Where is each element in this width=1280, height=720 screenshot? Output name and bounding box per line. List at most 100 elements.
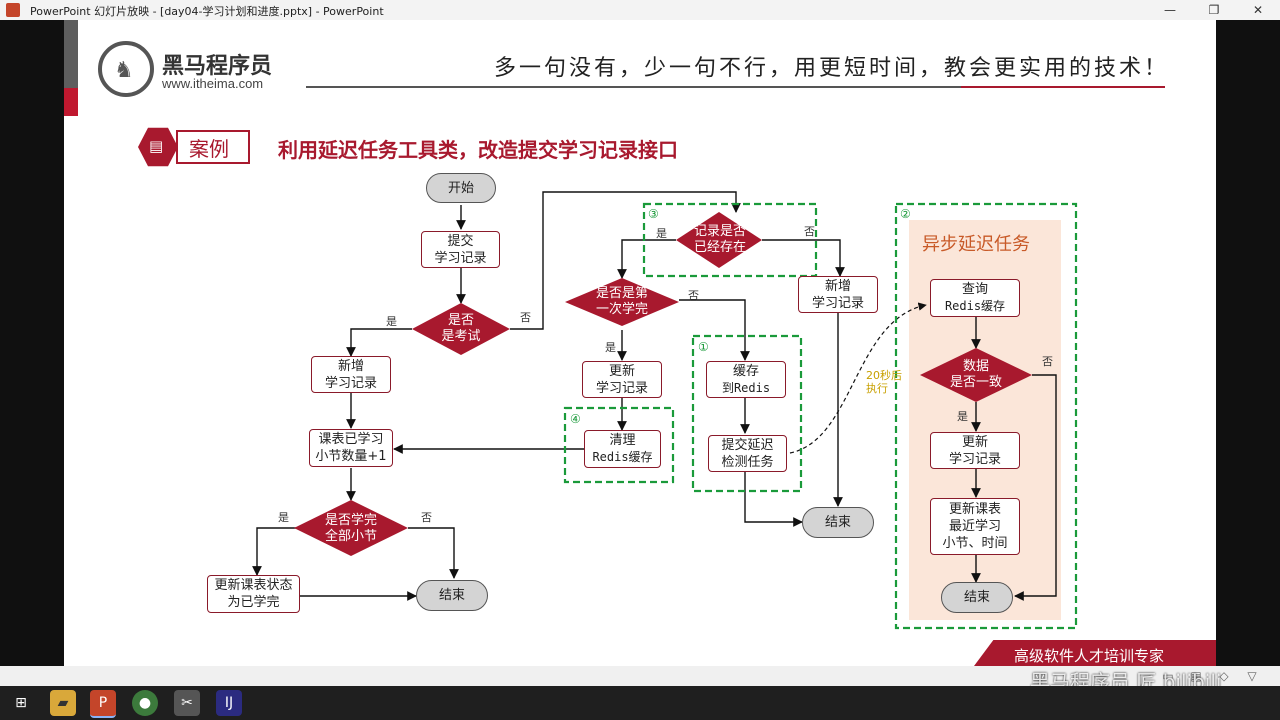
logo-circle bbox=[98, 41, 154, 97]
footer-banner bbox=[974, 640, 1216, 666]
lessons-line2: 小节数量+1 bbox=[315, 449, 387, 464]
node-new-record: 新增学习记录 bbox=[798, 276, 878, 313]
all-done-line1: 是否学完 bbox=[324, 513, 377, 528]
flowchart-diagram bbox=[252, 191, 1078, 630]
delay-label-line1: 20秒后 bbox=[866, 369, 902, 382]
update-record-line2: 学习记录 bbox=[595, 380, 648, 396]
header-divider-accent bbox=[961, 86, 1165, 88]
submit-delay-line1: 提交延迟 bbox=[721, 437, 774, 453]
step-number-2: ② bbox=[900, 207, 911, 221]
header-divider bbox=[306, 86, 961, 88]
node-update-status: 更新课表状态为已学完 bbox=[207, 575, 300, 613]
edge-alldone-no bbox=[408, 527, 459, 579]
edge-consistent-no bbox=[1014, 374, 1057, 601]
case-title: 利用延迟任务工具类，改造提交学习记录接口 bbox=[278, 138, 678, 162]
first-done-line1: 是否是第 bbox=[595, 286, 648, 301]
async-title: 异步延迟任务 bbox=[922, 234, 1030, 255]
rec-exists-line1: 记录是否 bbox=[693, 224, 746, 239]
edge-first-no bbox=[679, 299, 750, 361]
logo-name: 黑马程序员 bbox=[162, 54, 273, 79]
label-yes: 是 bbox=[386, 315, 397, 328]
node-async-update: 更新学习记录 bbox=[930, 432, 1020, 469]
node-all-done: 是否学完全部小节 bbox=[314, 512, 388, 546]
label-yes: 是 bbox=[278, 511, 289, 524]
slide-canvas: ♞ 黑马程序员 www.itheima.com 多一句没有，少一句不行，用更短时… bbox=[64, 20, 1216, 666]
label-yes: 是 bbox=[957, 410, 968, 423]
node-start: 开始 bbox=[426, 173, 496, 203]
case-hexagon bbox=[138, 127, 178, 167]
new-record-line1: 新增 bbox=[824, 278, 851, 294]
logo-url: www.itheima.com bbox=[162, 76, 264, 91]
step-number-3: ③ bbox=[648, 207, 659, 221]
node-rec-exists: 记录是否已经存在 bbox=[690, 224, 750, 256]
horse-logo-icon: ♞ bbox=[114, 58, 134, 83]
node-add-record: 新增学习记录 bbox=[311, 356, 391, 393]
submit-line1: 提交 bbox=[447, 233, 474, 249]
windows-start-icon[interactable]: ⊞ bbox=[15, 695, 27, 711]
powerpoint-icon[interactable]: P bbox=[90, 690, 116, 718]
window-titlebar: PowerPoint 幻灯片放映 - [day04-学习计划和进度.pptx] … bbox=[0, 0, 1280, 21]
slideshow-controls: ▭ ▤ ◇ ▽ bbox=[0, 666, 1280, 686]
async-lesson-line3: 小节、时间 bbox=[942, 536, 1008, 551]
node-lessons-count: 课表已学习小节数量+1 bbox=[309, 429, 393, 467]
consistent-line2: 是否一致 bbox=[949, 375, 1002, 390]
async-update-line1: 更新 bbox=[961, 434, 988, 450]
edge-delay-async bbox=[789, 302, 927, 454]
header-red-strip bbox=[64, 88, 78, 116]
update-status-line2: 为已学完 bbox=[227, 595, 280, 610]
label-yes: 是 bbox=[605, 341, 616, 354]
box-4 bbox=[563, 406, 675, 484]
clear-line2: Redis缓存 bbox=[592, 450, 653, 464]
cache-line2: 到Redis bbox=[721, 380, 771, 395]
restore-icon[interactable]: ❐ bbox=[1208, 3, 1220, 17]
update-record-line1: 更新 bbox=[608, 363, 635, 379]
node-first-done: 是否是第一次学完 bbox=[584, 286, 660, 318]
box-3 bbox=[642, 202, 818, 278]
slideshow-menu-icon[interactable]: ▽ bbox=[1247, 669, 1257, 683]
label-no: 否 bbox=[688, 289, 699, 302]
snipping-tool-icon[interactable]: ✂ bbox=[174, 690, 200, 716]
async-lesson-line2: 最近学习 bbox=[948, 519, 1001, 534]
left-letterbox bbox=[0, 20, 64, 666]
windows-taskbar: ⊞ ▰ P ● ✂ IJ bbox=[0, 686, 1280, 720]
pointer-icon[interactable]: ◇ bbox=[1219, 669, 1229, 683]
query-line1: 查询 bbox=[961, 282, 988, 297]
step-number-1: ① bbox=[698, 340, 709, 354]
edge-exists-no bbox=[762, 239, 845, 277]
close-icon[interactable]: ✕ bbox=[1252, 3, 1264, 17]
step-number-4: ④ bbox=[570, 412, 581, 426]
rec-exists-line2: 已经存在 bbox=[693, 240, 746, 255]
is-exam-line1: 是否 bbox=[447, 313, 474, 328]
intellij-idea-icon[interactable]: IJ bbox=[216, 690, 242, 716]
node-submit: 提交学习记录 bbox=[421, 231, 500, 268]
file-explorer-icon[interactable]: ▰ bbox=[50, 690, 76, 716]
submit-delay-line2: 检测任务 bbox=[721, 454, 774, 470]
node-cache-redis: 缓存到Redis bbox=[706, 361, 786, 398]
diamond-is-exam bbox=[412, 303, 510, 355]
submit-line2: 学习记录 bbox=[434, 250, 487, 266]
case-label-box bbox=[176, 130, 250, 164]
pages-icon[interactable]: ▤ bbox=[1190, 669, 1202, 683]
delay-label-line2: 执行 bbox=[866, 382, 888, 395]
diamond-consistent bbox=[920, 348, 1032, 402]
chrome-icon[interactable]: ● bbox=[132, 690, 158, 716]
node-update-record: 更新学习记录 bbox=[582, 361, 662, 398]
label-yes: 是 bbox=[656, 227, 667, 240]
right-letterbox bbox=[1216, 20, 1280, 666]
all-done-line2: 全部小节 bbox=[324, 529, 377, 544]
consistent-line1: 数据 bbox=[962, 359, 989, 374]
edge-exam-yes bbox=[346, 328, 412, 357]
display-settings-icon[interactable]: ▭ bbox=[1162, 669, 1174, 683]
add-record-line1: 新增 bbox=[337, 358, 364, 374]
node-end-left: 结束 bbox=[416, 580, 488, 611]
diamond-first-done bbox=[565, 278, 679, 326]
node-end-async: 结束 bbox=[941, 582, 1013, 613]
footer-banner-text: 高级软件人才培训专家 bbox=[1014, 647, 1165, 665]
header-grey-strip bbox=[64, 20, 78, 88]
node-is-exam: 是否是考试 bbox=[424, 312, 498, 346]
diamond-exists bbox=[676, 212, 762, 268]
minimize-icon[interactable]: — bbox=[1164, 3, 1176, 17]
diamond-all-done bbox=[294, 500, 408, 556]
node-submit-delay: 提交延迟检测任务 bbox=[708, 435, 787, 472]
